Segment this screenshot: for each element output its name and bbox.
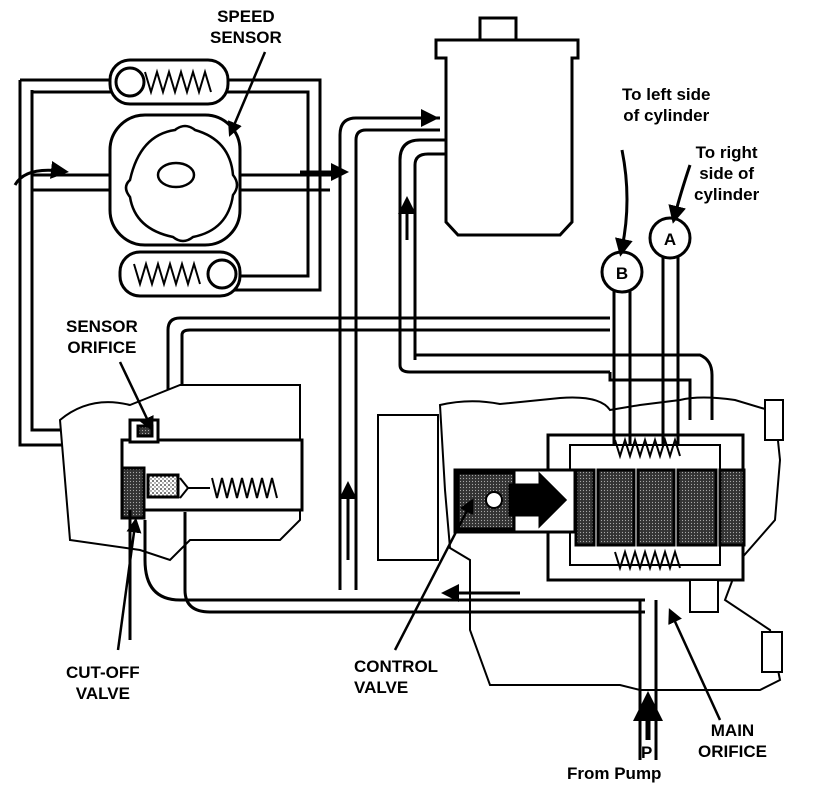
label-line: SPEED [217,7,275,26]
return-pipes [338,116,610,590]
label-line: CONTROL [354,657,439,676]
leader-lines [116,51,722,721]
right-cylinder-pointer [668,164,692,224]
label-line: cylinder [694,185,760,204]
label-line: ORIFICE [698,742,767,761]
label-line: VALVE [75,684,130,703]
flow-arrow [13,161,69,186]
speed-sensor-label: SPEED SENSOR [210,6,282,48]
label-line: To right [695,143,758,162]
port-a-label: A [664,230,676,249]
cut-off-valve-label: CUT-OFF VALVE [66,662,140,704]
right-cylinder-label: To right side of cylinder [694,142,759,205]
reservoir [434,16,580,237]
main-housing [377,396,784,691]
label-line: To left side [622,85,711,104]
label-line: side of [699,164,754,183]
port-lines [608,250,714,445]
sensor-line [166,316,610,430]
label-line: of cylinder [623,106,710,125]
label-line: ORIFICE [67,338,137,357]
label-line: VALVE [354,678,409,697]
cut-off-valve-housing [58,384,304,562]
pressure-lines [128,510,658,760]
sensor-orifice-label: SENSOR ORIFICE [66,316,138,358]
left-cylinder-label: To left side of cylinder [622,84,710,126]
label-line: SENSOR [210,28,282,47]
label-line: CUT-OFF [66,663,140,682]
control-valve-label: CONTROL VALVE [354,656,438,698]
label-line: MAIN [710,721,755,740]
port-b-label: B [616,264,628,283]
pump-port-label: P [641,743,653,762]
from-pump-label: From Pump [567,764,662,783]
label-line: SENSOR [66,317,138,336]
main-orifice-label: MAIN ORIFICE [698,720,767,762]
left-cylinder-pointer [615,149,633,257]
speed-sensor [18,58,340,447]
